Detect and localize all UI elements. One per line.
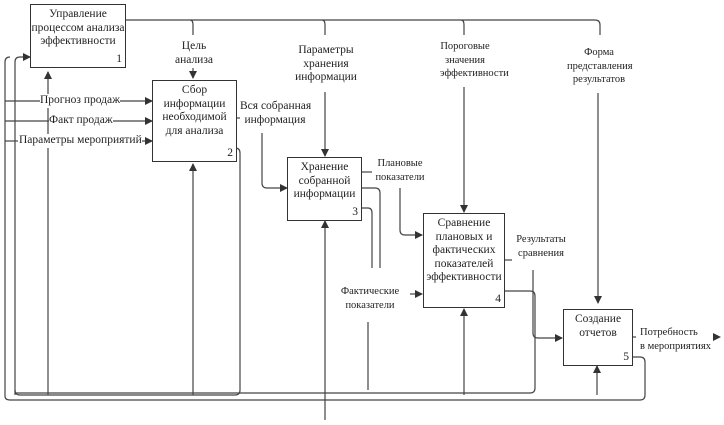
block-4-comparison[interactable]: Сравнение плановых и фактических показат…: [423, 213, 505, 308]
label-results-line-2: сравнения: [518, 247, 564, 259]
feedback-outer: [4, 356, 646, 401]
planned-arrow: [399, 188, 423, 239]
label-actual-line-2: показатели: [345, 299, 395, 311]
label-report-form: Форма представления результатов: [567, 46, 633, 87]
block2-feedback: [14, 147, 241, 396]
label-all-info-line-2: информация: [244, 113, 306, 126]
label-sales-fact: Факт продаж: [49, 114, 113, 128]
block-2-line-2: информации: [163, 97, 226, 110]
label-actual: Фактические показатели: [338, 285, 402, 312]
label-planned-line-1: Плановые: [377, 158, 423, 169]
label-results: Результаты сравнения: [513, 233, 569, 260]
block-1-number: 1: [116, 52, 122, 65]
block-5-line-1: Создание: [574, 313, 622, 325]
feedback-outer-up: [4, 56, 11, 396]
feedback-bottom: [15, 290, 536, 394]
block-4-line-4: показателей: [434, 257, 494, 270]
label-results-line-1: Результаты: [516, 234, 566, 245]
label-thresholds-line-1: Пороговые: [440, 41, 490, 52]
label-thresholds: Пороговые значения эффективности: [440, 40, 509, 81]
label-goal-line-1: Цель: [181, 40, 207, 52]
results-arrow: [532, 270, 563, 342]
block-1-management[interactable]: Управление процессом анализа эффективнос…: [30, 4, 126, 68]
label-sales-forecast: Прогноз продаж: [40, 94, 121, 108]
label-goal-line-2: анализа: [174, 53, 213, 66]
block-4-line-1: Сравнение: [437, 217, 491, 229]
block-3-line-2: собранной: [298, 174, 351, 187]
actual-out-1: [362, 187, 381, 268]
block-1-line-1: Управление: [49, 8, 107, 20]
label-report-form-line-1: Форма: [584, 47, 614, 58]
label-report-form-line-3: результатов: [572, 74, 626, 85]
block-2-line-1: Сбор: [181, 84, 208, 96]
feedback-inner: [14, 53, 31, 395]
block-2-number: 2: [227, 146, 233, 159]
block-4-line-3: фактических: [432, 244, 496, 256]
goal-drop: [189, 19, 194, 35]
block-5-line-2: отчетов: [579, 326, 617, 339]
label-storage-params: Параметры хранения информации: [295, 44, 357, 85]
label-storage-params-line-1: Параметры: [298, 44, 354, 56]
label-all-info-line-1: Вся собранная: [240, 100, 312, 112]
block-4-line-5: эффективности: [426, 271, 502, 283]
label-all-info: Вся собранная информация: [240, 100, 312, 127]
actual-out-2: [362, 207, 373, 268]
block-5-reports[interactable]: Создание отчетов 5: [563, 309, 633, 366]
thresholds-drop: [460, 19, 465, 35]
block-2-line-3: необходимой: [162, 111, 227, 123]
label-planned-line-2: показатели: [375, 171, 425, 183]
label-output-line-1: Потребность: [640, 327, 698, 338]
label-output-line-2: в мероприятиях: [640, 340, 711, 352]
block-3-line-3: информации: [293, 188, 356, 200]
block-3-number: 3: [352, 205, 358, 218]
label-goal: Цель анализа: [174, 40, 214, 67]
label-output: Потребность в мероприятиях: [640, 326, 711, 353]
label-actual-line-1: Фактические: [340, 286, 400, 297]
label-storage-params-line-2: хранения: [303, 57, 349, 70]
block-1-line-3: эффективности: [40, 35, 116, 47]
label-thresholds-line-3: эффективности: [440, 68, 509, 79]
label-thresholds-line-2: значения: [444, 54, 486, 66]
block-1-line-2: процессом анализа: [31, 21, 125, 34]
block-4-number: 4: [495, 292, 501, 305]
block-5-number: 5: [623, 350, 629, 363]
all-info-down: [261, 133, 288, 192]
label-report-form-line-2: представления: [567, 60, 633, 72]
block-2-collection[interactable]: Сбор информации необходимой для анализа …: [152, 80, 237, 162]
block-2-line-4: для анализа: [165, 124, 224, 137]
block-3-line-1: Хранение: [300, 161, 349, 173]
label-planned: Плановые показатели: [372, 157, 428, 184]
storage-params-drop: [321, 19, 326, 35]
control-bus-top: [125, 19, 601, 35]
label-event-params: Параметры мероприятий: [19, 134, 142, 148]
label-storage-params-line-3: информации: [295, 71, 357, 83]
block-3-storage[interactable]: Хранение собранной информации 3: [287, 157, 362, 221]
block-4-line-2: плановых и: [435, 230, 493, 243]
